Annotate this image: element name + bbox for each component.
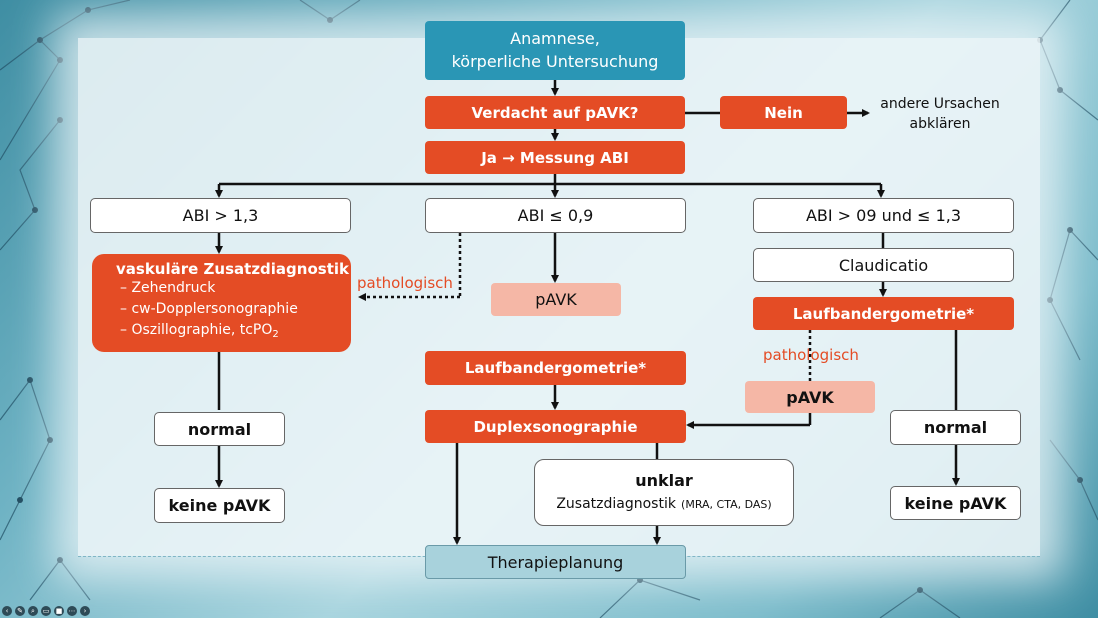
no-pavk-right-box: keine pAVK bbox=[890, 486, 1021, 520]
abi-mid-label: ABI > 09 und ≤ 1,3 bbox=[805, 206, 962, 225]
treadmill-center-label: Laufbandergometrie* bbox=[464, 359, 647, 377]
abi-high-box: ABI > 1,3 bbox=[90, 198, 351, 233]
therapy-planning-box: Therapieplanung bbox=[425, 545, 686, 579]
other-causes-label: andere Ursachen abklären bbox=[872, 94, 1008, 134]
normal-left-label: normal bbox=[187, 419, 252, 439]
duplex-box: Duplexsonographie bbox=[425, 410, 686, 443]
abi-low-label: ABI ≤ 0,9 bbox=[517, 206, 594, 225]
treadmill-center-box: Laufbandergometrie* bbox=[425, 351, 686, 385]
vascular-item-subscript: 2 bbox=[272, 329, 279, 340]
suspicion-box: Verdacht auf pAVK? bbox=[425, 96, 685, 129]
no-pavk-left-box: keine pAVK bbox=[154, 488, 285, 523]
additional-diagnostics-detail: (MRA, CTA, DAS) bbox=[681, 497, 772, 511]
subtitles-icon[interactable]: ▭ bbox=[41, 606, 51, 616]
no-box: Nein bbox=[720, 96, 847, 129]
no-label: Nein bbox=[764, 103, 803, 122]
therapy-planning-label: Therapieplanung bbox=[487, 552, 624, 572]
other-causes-line1: andere Ursachen bbox=[880, 96, 1000, 112]
anamnesis-line2: körperliche Untersuchung bbox=[451, 51, 659, 71]
suspicion-label: Verdacht auf pAVK? bbox=[471, 103, 639, 122]
measure-abi-box: Ja → Messung ABI bbox=[425, 141, 685, 174]
abi-low-box: ABI ≤ 0,9 bbox=[425, 198, 686, 233]
normal-right-label: normal bbox=[923, 418, 988, 437]
vascular-item-oscillography-text: – Oszillographie, tcPO bbox=[120, 322, 273, 338]
abi-mid-box: ABI > 09 und ≤ 1,3 bbox=[753, 198, 1014, 233]
measure-abi-label: Ja → Messung ABI bbox=[481, 148, 629, 167]
no-pavk-right-label: keine pAVK bbox=[904, 493, 1007, 513]
more-icon[interactable]: ⋯ bbox=[67, 606, 77, 616]
duplex-label: Duplexsonographie bbox=[473, 417, 638, 436]
presentation-controls: ‹ ✎ ⌕ ▭ ■ ⋯ › bbox=[2, 606, 90, 616]
claudicatio-label: Claudicatio bbox=[838, 255, 929, 275]
claudicatio-box: Claudicatio bbox=[753, 248, 1014, 282]
unclear-box: unklar Zusatzdiagnostik (MRA, CTA, DAS) bbox=[534, 459, 794, 526]
additional-diagnostics-line: Zusatzdiagnostik (MRA, CTA, DAS) bbox=[556, 492, 771, 516]
vascular-diagnostics-box: vaskuläre Zusatzdiagnostik – Zehendruck … bbox=[92, 254, 351, 352]
unclear-label: unklar bbox=[635, 470, 693, 490]
pen-icon[interactable]: ✎ bbox=[15, 606, 25, 616]
normal-left-box: normal bbox=[154, 412, 285, 446]
vascular-diagnostics-title: vaskuläre Zusatzdiagnostik bbox=[116, 260, 349, 278]
prev-icon[interactable]: ‹ bbox=[2, 606, 12, 616]
camera-icon[interactable]: ■ bbox=[54, 606, 64, 616]
normal-right-box: normal bbox=[890, 410, 1021, 445]
abi-high-label: ABI > 1,3 bbox=[182, 206, 259, 225]
pathologic-left-label: pathologisch bbox=[357, 274, 453, 292]
zoom-icon[interactable]: ⌕ bbox=[28, 606, 38, 616]
pavk-right-box: pAVK bbox=[745, 381, 875, 413]
anamnesis-box: Anamnese, körperliche Untersuchung bbox=[425, 21, 685, 80]
anamnesis-line1: Anamnese, bbox=[510, 29, 600, 49]
pavk-right-label: pAVK bbox=[786, 387, 834, 407]
no-pavk-left-label: keine pAVK bbox=[168, 496, 271, 515]
other-causes-line2: abklären bbox=[909, 116, 971, 132]
treadmill-right-box: Laufbandergometrie* bbox=[753, 297, 1014, 330]
vascular-item-doppler: – cw-Dopplersonographie bbox=[120, 301, 298, 317]
vascular-item-toe-pressure: – Zehendruck bbox=[120, 280, 216, 296]
treadmill-right-label: Laufbandergometrie* bbox=[792, 304, 975, 323]
pavk-center-box: pAVK bbox=[491, 283, 621, 316]
pavk-center-label: pAVK bbox=[535, 290, 577, 309]
pathologic-right-label: pathologisch bbox=[763, 346, 859, 364]
next-icon[interactable]: › bbox=[80, 606, 90, 616]
vascular-item-oscillography: – Oszillographie, tcPO2 bbox=[116, 320, 351, 345]
additional-diagnostics-label: Zusatzdiagnostik bbox=[556, 495, 676, 512]
